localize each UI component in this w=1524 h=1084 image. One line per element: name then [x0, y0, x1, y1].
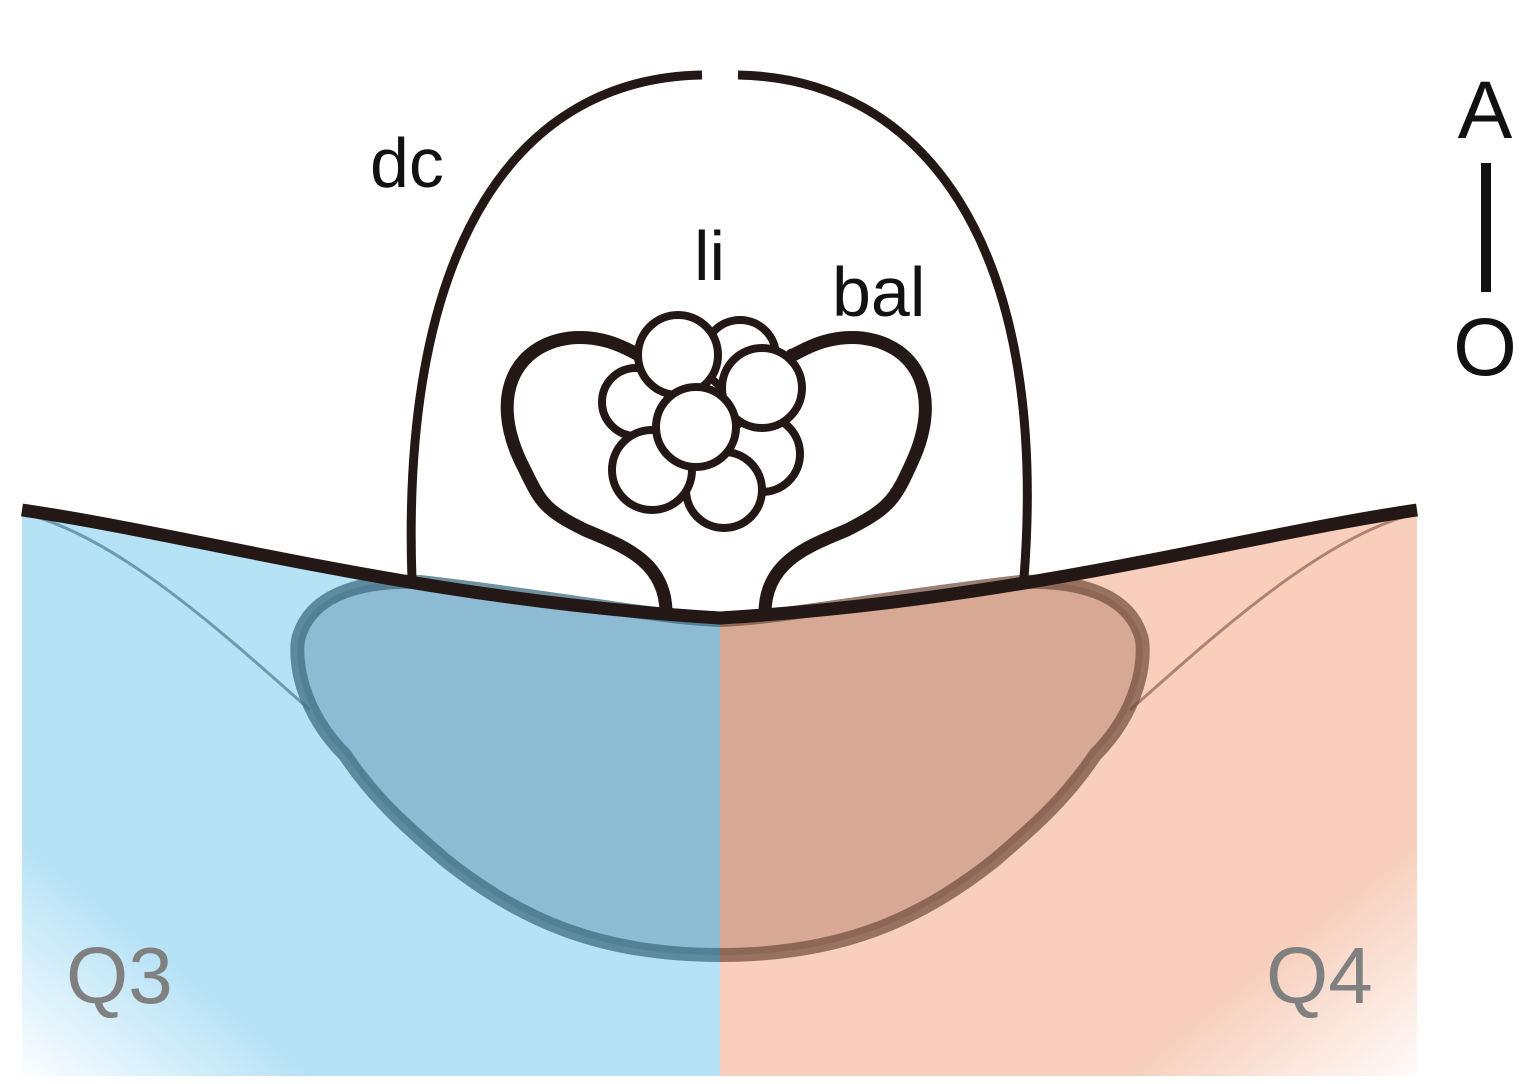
axis-label-bottom: O: [1453, 302, 1517, 393]
label-dc: dc: [370, 124, 444, 202]
bal-outline: [500, 331, 932, 620]
q3-inner-line: [29, 513, 311, 712]
dc-outline-right: [737, 70, 1032, 579]
orientation-axis: A O: [1453, 65, 1517, 393]
label-bal: bal: [832, 253, 925, 331]
dc-outline-left: [406, 70, 703, 581]
lower-zone: [290, 574, 1150, 963]
axis-label-top: A: [1458, 65, 1513, 156]
li-cell-cluster: [598, 311, 806, 532]
label-q4: Q4: [1266, 931, 1373, 1020]
label-li: li: [694, 217, 725, 295]
label-q3: Q3: [66, 931, 173, 1020]
boundary-line: [21, 503, 1418, 625]
q4-inner-line: [1129, 513, 1411, 712]
